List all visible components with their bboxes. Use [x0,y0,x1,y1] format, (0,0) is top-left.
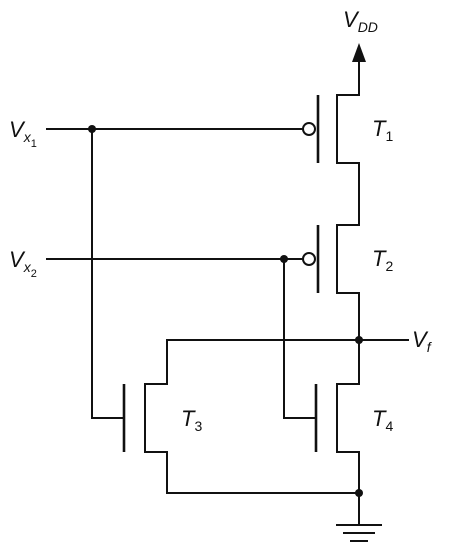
input-x1-wire [46,128,304,419]
vdd-label: VDD [343,7,378,35]
vf-label: Vf [412,327,433,355]
transistor-t2 [302,224,360,294]
inversion-bubble-icon [302,122,316,136]
ground-icon [336,492,382,542]
t3-label: T3 [181,406,202,434]
vx1-label: Vx1 [9,117,37,150]
vdd-arrow-icon [352,43,366,62]
junction-dot [280,255,288,263]
transistor-t1 [302,94,360,164]
transistor-t3 [122,339,168,494]
vx2-label: Vx2 [9,247,37,280]
vdd-supply [352,43,366,96]
junction-dot [355,336,363,344]
t2-label: T2 [372,246,393,274]
junction-dot [88,125,96,133]
junction-dot [355,489,363,497]
t1-label: T1 [372,116,393,144]
transistor-t4 [314,339,360,494]
inversion-bubble-icon [302,252,316,266]
t4-label: T4 [372,406,393,434]
input-x2-wire [46,258,317,419]
